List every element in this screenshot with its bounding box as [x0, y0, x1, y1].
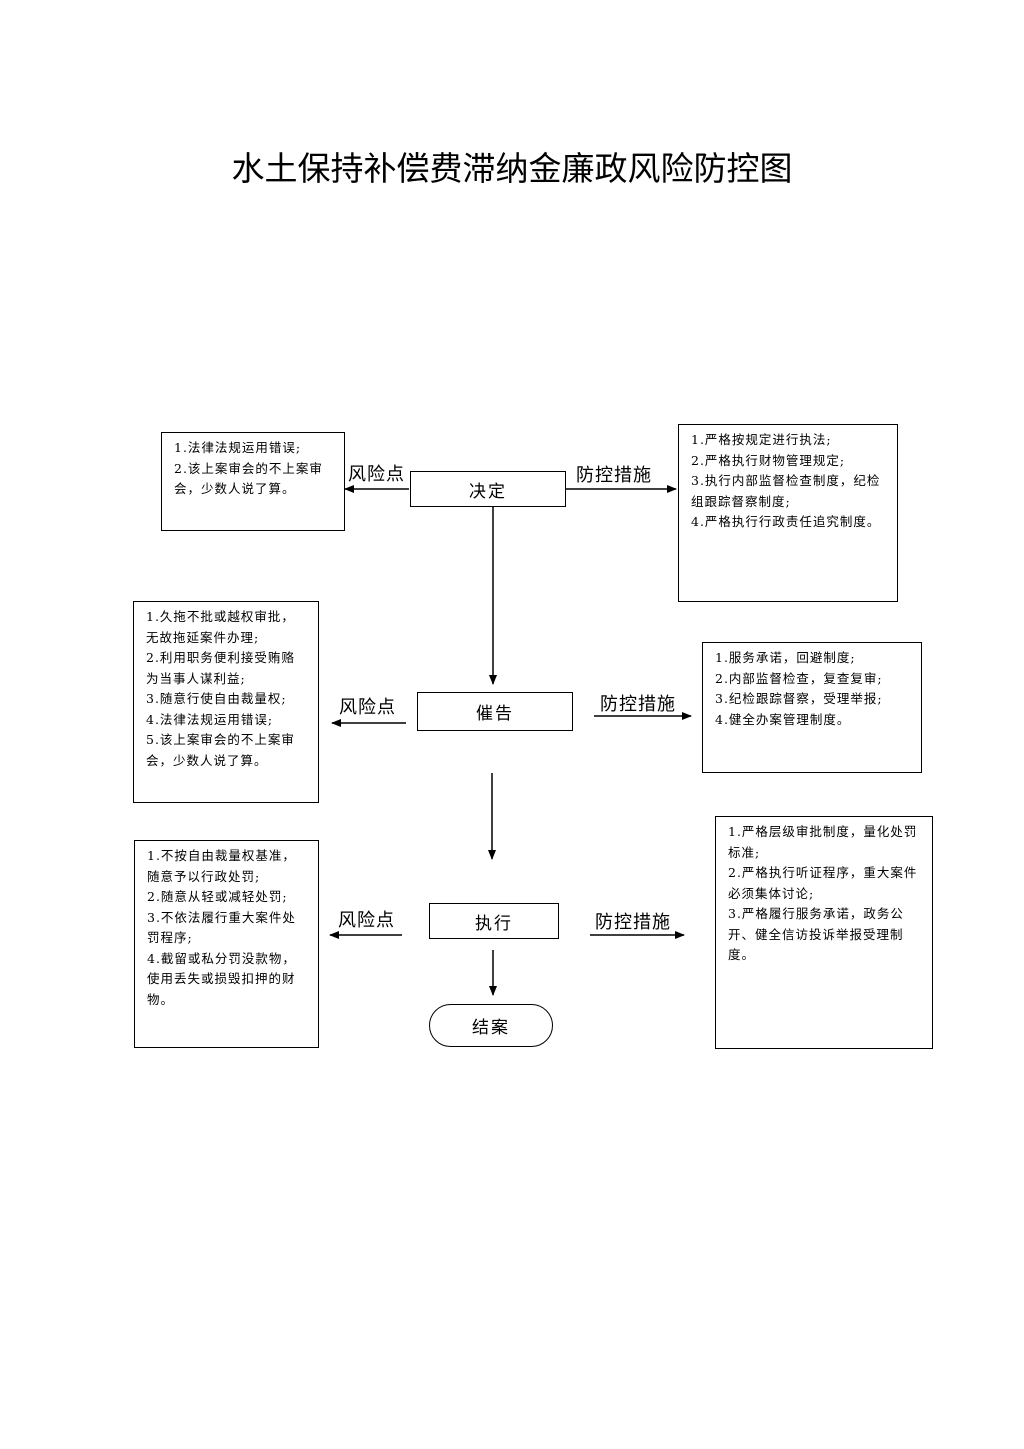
- risk-item: 2.该上案审会的不上案审会，少数人说了算。: [174, 460, 323, 497]
- risk-item: 1.久拖不批或越权审批，无故拖延案件办理;: [146, 609, 295, 645]
- risk-item: 4.截留或私分罚没款物，使用丢失或损毁扣押的财物。: [147, 950, 296, 1007]
- control-item: 1.严格按规定进行执法;: [691, 432, 832, 447]
- control-box-decide: 1.严格按规定进行执法; 2.严格执行财物管理规定; 3.执行内部监督检查制度，…: [678, 424, 898, 602]
- control-item: 2.严格执行听证程序，重大案件必须集体讨论;: [728, 865, 918, 901]
- control-item: 3.严格履行服务承诺，政务公开、健全信访投诉举报受理制度。: [728, 906, 904, 962]
- risk-item: 3.不依法履行重大案件处罚程序;: [147, 909, 296, 946]
- step-close: 结案: [429, 1004, 553, 1047]
- page-title: 水土保持补偿费滞纳金廉政风险防控图: [231, 149, 793, 188]
- risk-box-urge: 1.久拖不批或越权审批，无故拖延案件办理; 2.利用职务便利接受贿赂为当事人谋利…: [133, 601, 319, 803]
- risk-item: 4.法律法规运用错误;: [146, 711, 274, 727]
- control-item: 2.内部监督检查，复查复审;: [715, 670, 883, 686]
- risk-item: 2.随意从轻或减轻处罚;: [147, 889, 288, 904]
- control-item: 3.纪检跟踪督察，受理举报;: [715, 691, 883, 706]
- risk-item: 1.法律法规运用错误;: [174, 440, 302, 455]
- control-item: 1.服务承诺，回避制度;: [715, 650, 856, 665]
- control-item: 4.严格执行行政责任追究制度。: [691, 514, 881, 529]
- control-box-execute: 1.严格层级审批制度，量化处罚标准; 2.严格执行听证程序，重大案件必须集体讨论…: [715, 816, 933, 1049]
- control-item: 2.严格执行财物管理规定;: [691, 452, 846, 468]
- control-box-urge: 1.服务承诺，回避制度; 2.内部监督检查，复查复审; 3.纪检跟踪督察，受理举…: [702, 642, 922, 773]
- control-label-urge: 防控措施: [600, 694, 676, 715]
- risk-box-decide: 1.法律法规运用错误; 2.该上案审会的不上案审会，少数人说了算。: [161, 432, 345, 531]
- risk-label-decide: 风险点: [348, 464, 405, 485]
- risk-item: 1.不按自由裁量权基准，随意予以行政处罚;: [147, 848, 296, 884]
- risk-item: 5.该上案审会的不上案审会，少数人说了算。: [146, 732, 295, 768]
- control-label-execute: 防控措施: [595, 912, 671, 933]
- control-item: 4.健全办案管理制度。: [715, 711, 851, 727]
- control-item: 1.严格层级审批制度，量化处罚标准;: [728, 824, 918, 860]
- risk-item: 2.利用职务便利接受贿赂为当事人谋利益;: [146, 650, 295, 686]
- risk-item: 3.随意行使自由裁量权;: [146, 691, 287, 706]
- risk-label-execute: 风险点: [338, 910, 395, 931]
- step-urge: 催告: [417, 692, 573, 731]
- step-execute: 执行: [429, 903, 559, 939]
- risk-box-execute: 1.不按自由裁量权基准，随意予以行政处罚; 2.随意从轻或减轻处罚; 3.不依法…: [134, 840, 319, 1048]
- control-item: 3.执行内部监督检查制度，纪检组跟踪督察制度;: [691, 473, 881, 509]
- step-decide: 决定: [410, 471, 566, 507]
- risk-label-urge: 风险点: [339, 697, 396, 718]
- control-label-decide: 防控措施: [576, 465, 652, 486]
